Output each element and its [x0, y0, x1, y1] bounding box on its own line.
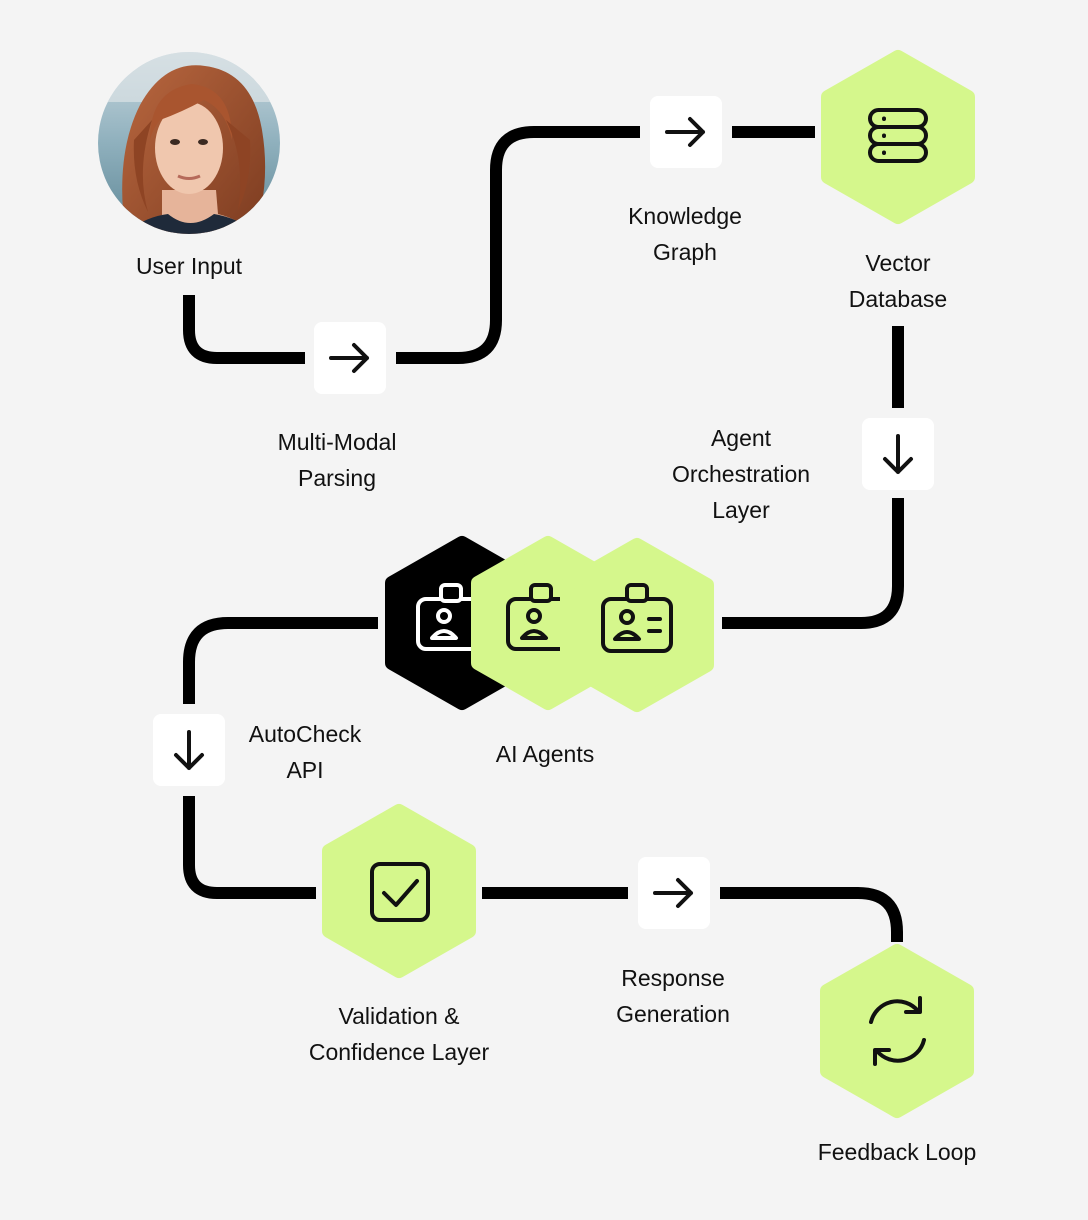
orchestration-label-line1: Agent [711, 425, 772, 451]
arrow-right-icon [653, 878, 693, 908]
connector-parsing-to-graph [396, 126, 640, 364]
ai-agents-node: AI Agents [385, 536, 714, 767]
hexagon [322, 804, 476, 978]
agent-orchestration-step: Agent Orchestration Layer [672, 418, 934, 523]
orchestration-label-line2: Orchestration [672, 461, 810, 487]
autocheck-label-line1: AutoCheck [249, 721, 362, 747]
database-icon [868, 108, 928, 163]
arrow-down-icon [174, 730, 204, 770]
feedback-loop-label: Feedback Loop [818, 1139, 977, 1165]
id-badge-icon [416, 583, 486, 651]
user-input-label: User Input [136, 253, 243, 279]
orchestration-label-line3: Layer [712, 497, 770, 523]
ai-agents-label: AI Agents [496, 741, 594, 767]
knowledge-graph-step: Knowledge Graph [628, 96, 742, 265]
refresh-icon [869, 996, 926, 1066]
knowledge-graph-label-line1: Knowledge [628, 203, 742, 229]
multi-modal-parsing-step: Multi-Modal Parsing [278, 322, 397, 491]
arrow-right-icon [329, 343, 369, 373]
agent-hexagon-front [560, 538, 714, 712]
vector-database-label-line2: Database [849, 286, 947, 312]
validation-label-line2: Confidence Layer [309, 1039, 490, 1065]
arrow-right-icon [665, 117, 705, 147]
multi-modal-label-line1: Multi-Modal [278, 429, 397, 455]
connector-orchestration-to-agents [722, 498, 904, 629]
user-input-node: User Input [98, 52, 280, 279]
autocheck-api-step: AutoCheck API [153, 714, 362, 786]
checkbox-icon [370, 862, 430, 922]
response-generation-step: Response Generation [616, 857, 730, 1027]
feedback-loop-node: Feedback Loop [818, 944, 977, 1165]
multi-modal-label-line2: Parsing [298, 465, 376, 491]
id-badge-icon [601, 583, 673, 653]
validation-label-line1: Validation & [338, 1003, 459, 1029]
autocheck-label-line2: API [286, 757, 323, 783]
connector-user-to-parsing [183, 295, 305, 364]
response-label-line2: Generation [616, 1001, 730, 1027]
knowledge-graph-label-line2: Graph [653, 239, 717, 265]
hexagon [821, 50, 975, 224]
connector-response-to-feedback [720, 887, 903, 942]
hexagon [820, 944, 974, 1118]
arrow-down-icon [883, 434, 913, 474]
user-avatar [98, 52, 280, 234]
connector-autocheck-to-validation [183, 796, 316, 899]
vector-database-label-line1: Vector [865, 250, 931, 276]
response-label-line1: Response [621, 965, 725, 991]
connector-agents-to-autocheck [183, 617, 378, 704]
validation-node: Validation & Confidence Layer [309, 804, 490, 1065]
vector-database-node: Vector Database [821, 50, 975, 312]
